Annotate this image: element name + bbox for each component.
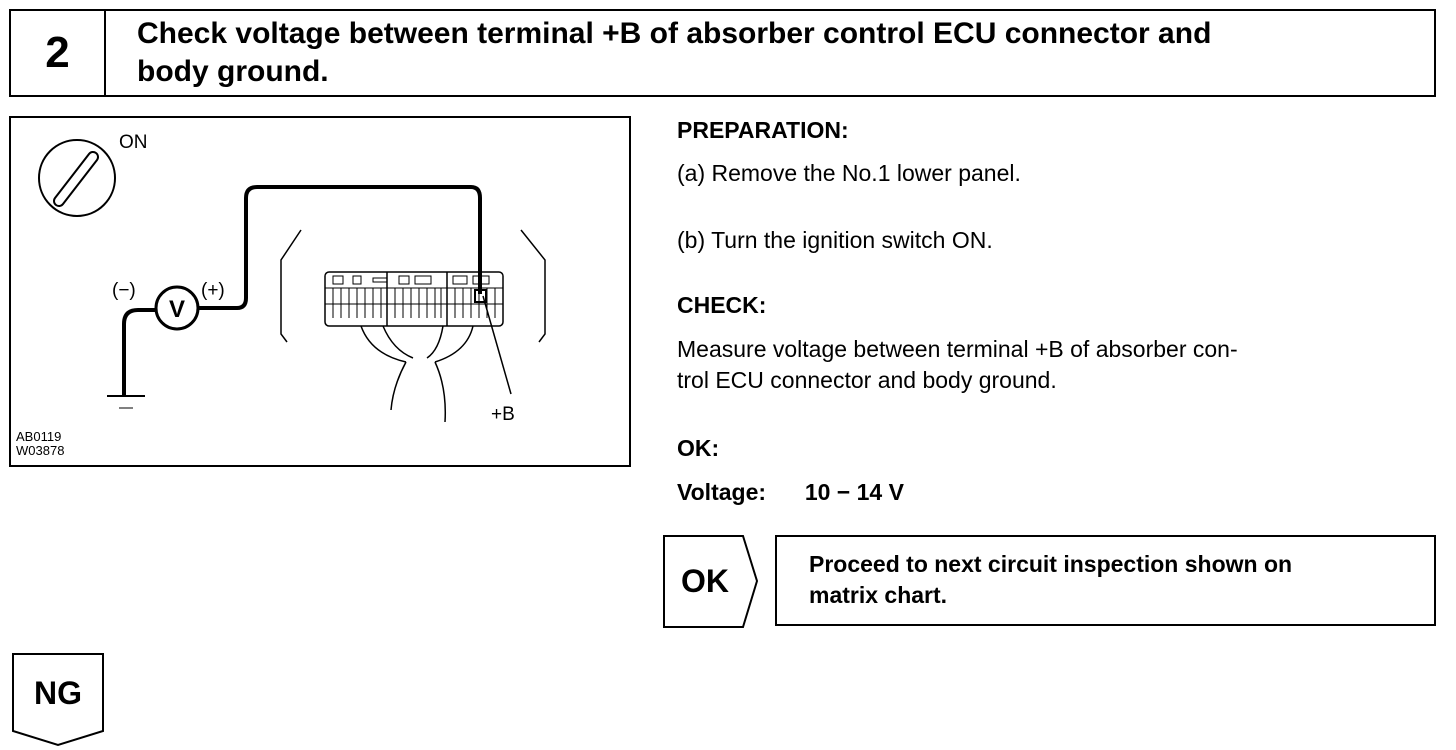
ok-tag-label: OK <box>681 562 729 599</box>
ng-tag-label: NG <box>34 674 82 711</box>
check-instruction-line-1: Measure voltage between terminal +B of a… <box>677 336 1238 362</box>
ignition-on-label: ON <box>119 132 148 153</box>
terminal-plus-b-label: +B <box>491 404 515 425</box>
ng-tag-arrow-shape <box>12 653 104 747</box>
voltage-value: 10 − 14 V <box>804 479 904 505</box>
terminal-pointer <box>482 295 512 395</box>
ok-spec-heading: OK: <box>677 435 720 461</box>
harness-outline-right <box>520 229 546 343</box>
step-header: 2 Check voltage between terminal +B of a… <box>9 9 1436 97</box>
ok-result-line-2: matrix chart. <box>809 582 948 608</box>
preparation-heading: PREPARATION: <box>677 117 849 143</box>
ok-tag-arrow-shape <box>663 535 759 628</box>
figure-code-1: AB0119 <box>16 429 61 444</box>
check-heading: CHECK: <box>677 292 767 318</box>
wiring-figure: ON V (−) (+) <box>9 116 631 467</box>
voltmeter-label: V <box>169 296 185 323</box>
step-title-line-1: Check voltage between terminal +B of abs… <box>137 17 1212 50</box>
ground-symbol-icon <box>107 395 145 409</box>
preparation-step-a: (a) Remove the No.1 lower panel. <box>677 160 1021 186</box>
voltage-spec: Voltage: 10 − 14 V <box>677 479 904 506</box>
ok-result-line-1: Proceed to next circuit inspection shown… <box>809 551 1293 577</box>
check-instruction: Measure voltage between terminal +B of a… <box>677 334 1437 396</box>
ok-result-box: Proceed to next circuit inspection shown… <box>775 535 1436 626</box>
ignition-key-icon <box>38 139 116 217</box>
step-title-line-2: body ground. <box>137 55 329 88</box>
figure-code-2: W03878 <box>16 443 64 458</box>
step-number: 2 <box>11 11 106 95</box>
check-instruction-line-2: trol ECU connector and body ground. <box>677 367 1057 393</box>
ok-result-text: Proceed to next circuit inspection shown… <box>809 549 1419 611</box>
step-title: Check voltage between terminal +B of abs… <box>137 15 1427 91</box>
minus-label: (−) <box>112 280 136 301</box>
wire-bundle <box>360 325 474 423</box>
harness-outline-left <box>280 229 302 343</box>
preparation-step-b: (b) Turn the ignition switch ON. <box>677 227 993 253</box>
positive-lead <box>198 185 482 310</box>
ecu-connector-icon <box>324 271 504 327</box>
negative-lead <box>122 308 155 396</box>
voltage-label: Voltage: <box>677 479 767 505</box>
plus-label: (+) <box>201 280 225 301</box>
wiring-diagram: ON V (−) (+) <box>16 132 546 458</box>
